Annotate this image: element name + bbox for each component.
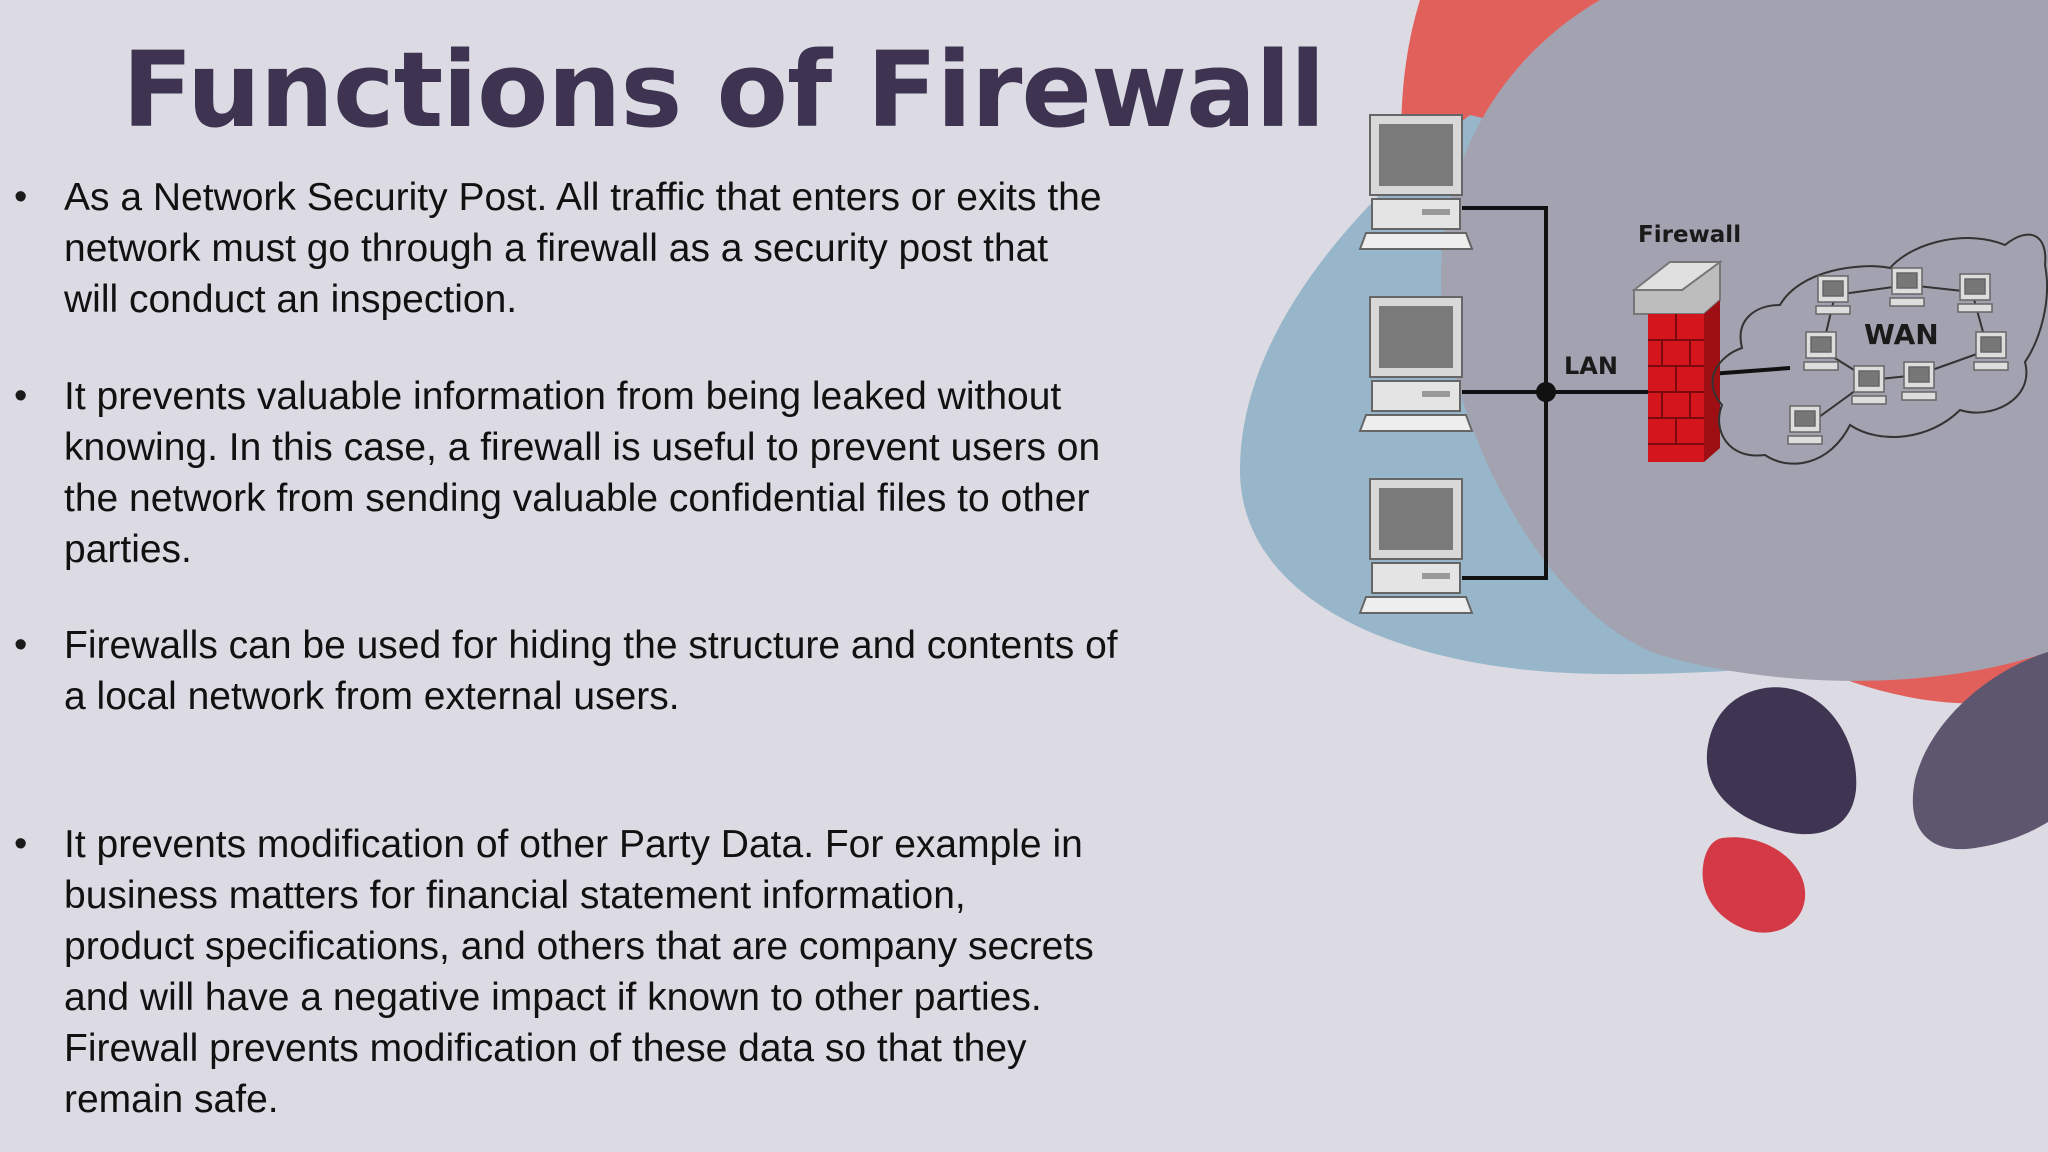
bullet-line: business matters for financial statement… xyxy=(64,874,966,917)
bullet-marker: • xyxy=(14,823,28,865)
bullet-text: It prevents modification of other Party … xyxy=(64,819,1244,1125)
bullet-text: It prevents valuable information from be… xyxy=(64,371,1244,575)
bullet-line: a local network from external users. xyxy=(64,675,680,718)
firewall-icon xyxy=(1631,260,1724,462)
network-diagram: Firewall LAN WAN xyxy=(1358,114,2048,614)
lan-label: LAN xyxy=(1564,352,1618,380)
bullet-line: product specifications, and others that … xyxy=(64,925,1094,968)
computer-icon-2 xyxy=(1358,296,1474,432)
firewall-label: Firewall xyxy=(1638,222,1741,248)
gray-blob xyxy=(1440,0,2048,681)
wan-computer-icons xyxy=(1787,267,2009,445)
purple-blob-edge xyxy=(1912,652,2048,850)
bullet-text: As a Network Security Post. All traffic … xyxy=(64,172,1244,325)
bullet-marker: • xyxy=(14,624,28,666)
bullet-marker: • xyxy=(14,375,28,417)
bullet-line: It prevents modification of other Party … xyxy=(64,823,1083,866)
bullet-line: It prevents valuable information from be… xyxy=(64,375,1062,418)
bullet-line: will conduct an inspection. xyxy=(64,278,518,321)
bullet-line: the network from sending valuable confid… xyxy=(64,477,1090,520)
bullet-marker: • xyxy=(14,176,28,218)
bullet-line: and will have a negative impact if known… xyxy=(64,976,1042,1019)
computer-icon-1 xyxy=(1358,114,1474,250)
bullet-line: Firewalls can be used for hiding the str… xyxy=(64,624,1118,667)
slide-title: Functions of Firewall xyxy=(122,29,1326,151)
computer-icon-3 xyxy=(1358,478,1474,614)
wan-label: WAN xyxy=(1864,318,1939,351)
dark-purple-blob xyxy=(1706,687,1857,835)
bullet-line: network must go through a firewall as a … xyxy=(64,227,1049,270)
wan-cloud xyxy=(1711,233,2048,465)
lan-junction xyxy=(1536,382,1556,402)
bullet-line: knowing. In this case, a firewall is use… xyxy=(64,426,1101,469)
red-blob xyxy=(1702,837,1806,933)
bullet-line: Firewall prevents modification of these … xyxy=(64,1027,1027,1070)
bullet-line: parties. xyxy=(64,528,192,571)
bullet-line: remain safe. xyxy=(64,1078,279,1121)
bullet-line: As a Network Security Post. All traffic … xyxy=(64,176,1102,219)
bullet-text: Firewalls can be used for hiding the str… xyxy=(64,620,1244,722)
